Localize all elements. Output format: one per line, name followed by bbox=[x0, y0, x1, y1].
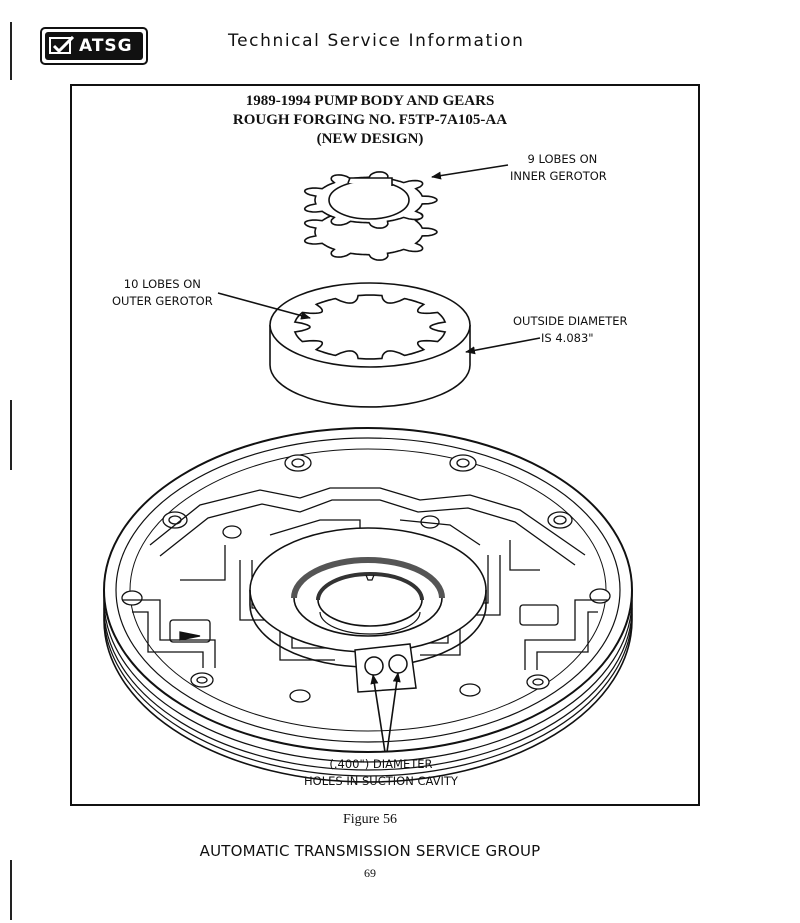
page-edge-mark-bottom bbox=[10, 860, 12, 920]
leader-suction-hole-right bbox=[386, 672, 401, 753]
pump-body bbox=[103, 427, 633, 783]
figure-title-line-3: (NEW DESIGN) bbox=[316, 131, 424, 147]
callout-suction-holes-line-2: HOLES IN SUCTION CAVITY bbox=[304, 774, 458, 788]
outer-gerotor bbox=[269, 282, 471, 408]
leader-lines bbox=[217, 164, 541, 753]
header-title: Technical Service Information bbox=[228, 31, 525, 51]
inner-gerotor-key-flat bbox=[347, 177, 393, 186]
figure-title: 1989-1994 PUMP BODY AND GEARS ROUGH FORG… bbox=[70, 92, 670, 149]
inner-gerotor-bore bbox=[328, 180, 410, 220]
footer-organization: AUTOMATIC TRANSMISSION SERVICE GROUP bbox=[199, 842, 541, 860]
callout-outer-gerotor-line-2: OUTER GEROTOR bbox=[112, 294, 213, 308]
center-hub bbox=[249, 527, 487, 668]
checkmark-icon bbox=[49, 36, 75, 54]
suction-hole-left bbox=[364, 656, 384, 676]
page-number: 69 bbox=[364, 866, 376, 880]
callout-outside-diameter-line-2: IS 4.083" bbox=[541, 331, 594, 345]
callout-inner-gerotor: 9 LOBES ON INNER GEROTOR bbox=[510, 151, 607, 185]
pump-body-drawing bbox=[103, 164, 633, 783]
callout-outer-gerotor-line-1: 10 LOBES ON bbox=[123, 277, 201, 291]
page-edge-mark-middle bbox=[10, 400, 12, 470]
suction-cavity bbox=[354, 643, 417, 693]
suction-hole-right bbox=[388, 654, 408, 674]
callout-inner-gerotor-line-1: 9 LOBES ON bbox=[527, 152, 598, 166]
callout-suction-holes-line-1: (.400") DIAMETER bbox=[329, 757, 433, 771]
atsg-logo: ATSG bbox=[40, 27, 148, 65]
leader-suction-hole-left bbox=[370, 674, 386, 753]
leader-inner-gerotor bbox=[431, 164, 509, 180]
figure-caption: Figure 56 bbox=[342, 812, 398, 827]
inner-gerotor bbox=[303, 171, 438, 261]
page-edge-mark-top bbox=[10, 22, 12, 80]
callout-outer-gerotor: 10 LOBES ON OUTER GEROTOR bbox=[112, 276, 213, 310]
outer-gerotor-cavity bbox=[293, 294, 447, 360]
figure-title-line-1: 1989-1994 PUMP BODY AND GEARS bbox=[245, 93, 495, 109]
leader-outside-diameter bbox=[465, 337, 541, 355]
bolt-holes bbox=[121, 454, 611, 703]
callout-outside-diameter: OUTSIDE DIAMETER IS 4.083" bbox=[513, 313, 628, 347]
figure-title-line-2: ROUGH FORGING NO. F5TP-7A105-AA bbox=[232, 112, 508, 128]
leader-outer-gerotor bbox=[217, 292, 311, 320]
figure-frame bbox=[70, 84, 700, 806]
callout-inner-gerotor-line-2: INNER GEROTOR bbox=[510, 169, 607, 183]
logo-text: ATSG bbox=[79, 36, 133, 56]
callout-outside-diameter-line-1: OUTSIDE DIAMETER bbox=[513, 314, 628, 328]
callout-suction-holes: (.400") DIAMETER HOLES IN SUCTION CAVITY bbox=[304, 756, 458, 790]
